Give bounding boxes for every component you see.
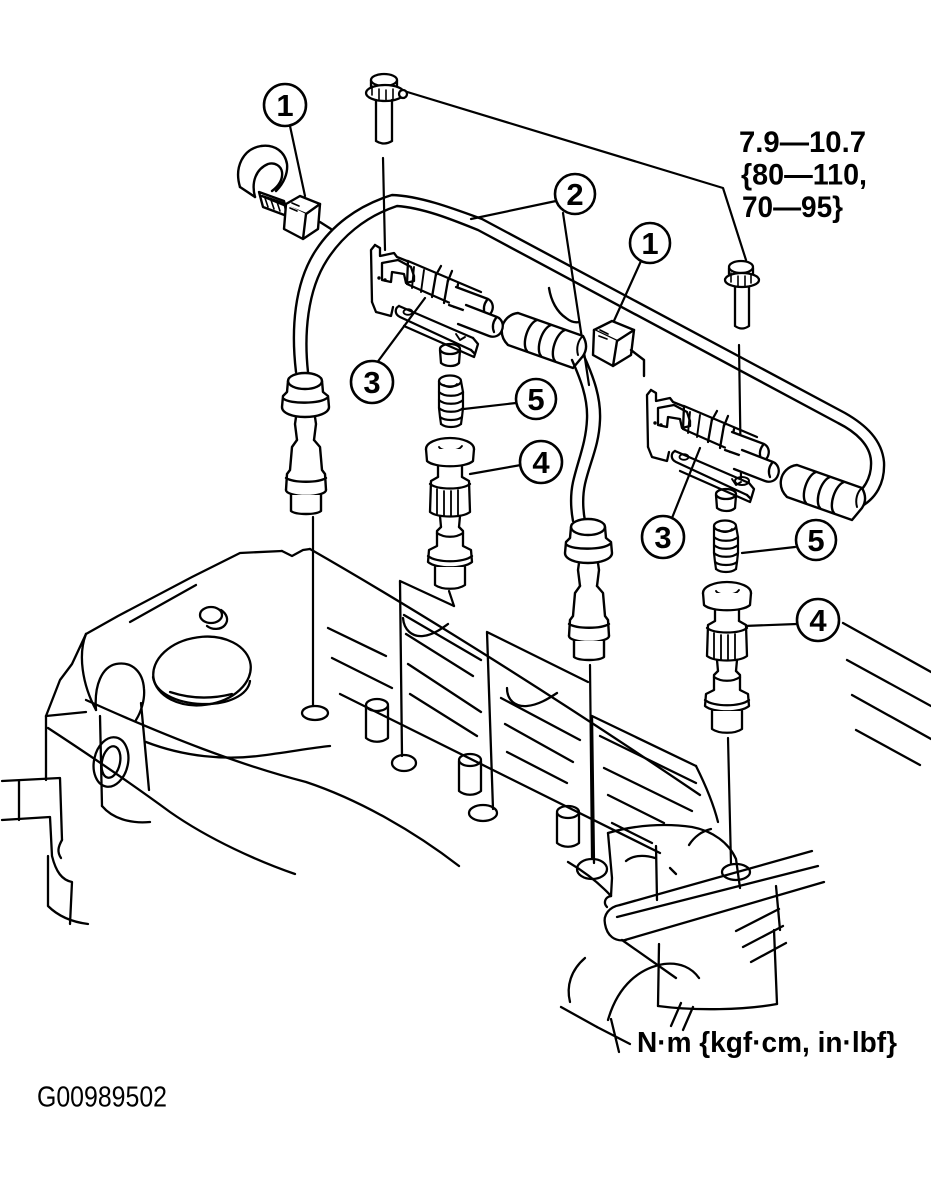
svg-text:3: 3	[654, 520, 671, 555]
svg-text:70—95}: 70—95}	[742, 191, 843, 224]
svg-text:5: 5	[807, 523, 824, 558]
svg-text:7.9—10.7: 7.9—10.7	[739, 126, 866, 159]
svg-text:4: 4	[532, 445, 550, 480]
svg-text:1: 1	[276, 88, 293, 123]
svg-text:2: 2	[566, 177, 583, 212]
svg-text:G00989502: G00989502	[37, 1082, 167, 1114]
svg-text:3: 3	[363, 365, 380, 400]
svg-text:{80—110,: {80—110,	[741, 159, 867, 192]
svg-text:5: 5	[527, 382, 544, 417]
svg-text:1: 1	[641, 226, 658, 261]
svg-text:N·m {kgf·cm, in·lbf}: N·m {kgf·cm, in·lbf}	[637, 1027, 897, 1059]
svg-text:4: 4	[809, 603, 827, 638]
